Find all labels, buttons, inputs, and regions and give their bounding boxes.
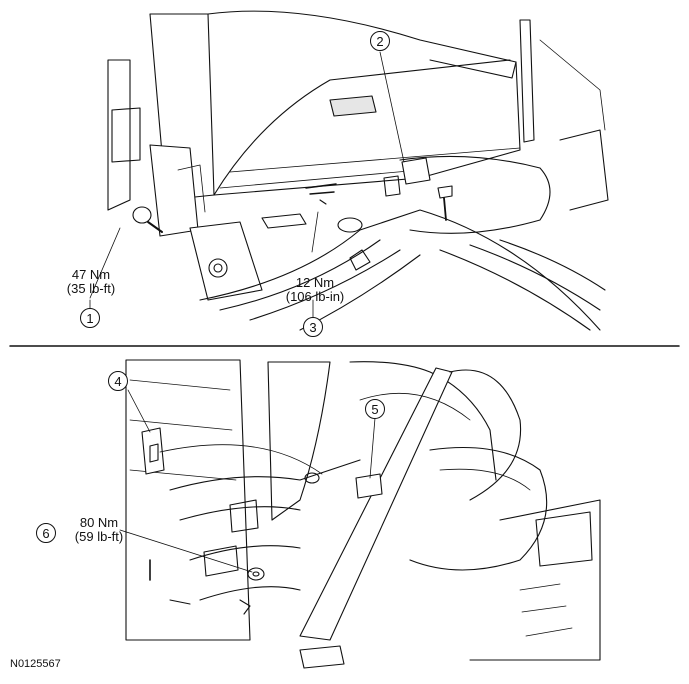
callout-1: 1 <box>80 308 100 328</box>
torque-label-1: 47 Nm (35 lb-ft) <box>52 268 130 296</box>
callout-5: 5 <box>365 399 385 419</box>
callout-2: 2 <box>370 31 390 51</box>
torque-1-imperial: (35 lb-ft) <box>66 281 116 296</box>
callout-6: 6 <box>36 523 56 543</box>
torque-6-imperial: (59 lb-ft) <box>74 529 124 544</box>
torque-1-metric: 47 Nm <box>71 267 111 282</box>
top-panel-illustration <box>89 10 609 331</box>
callout-4: 4 <box>108 371 128 391</box>
torque-label-3: 12 Nm (106 lb-in) <box>276 276 354 304</box>
torque-label-6: 80 Nm (59 lb-ft) <box>62 516 136 544</box>
torque-3-imperial: (106 lb-in) <box>285 289 345 304</box>
callout-3: 3 <box>303 317 323 337</box>
bottom-panel-illustration <box>119 359 601 669</box>
figure-id: N0125567 <box>10 658 61 670</box>
torque-6-metric: 80 Nm <box>79 515 119 530</box>
torque-3-metric: 12 Nm <box>295 275 335 290</box>
